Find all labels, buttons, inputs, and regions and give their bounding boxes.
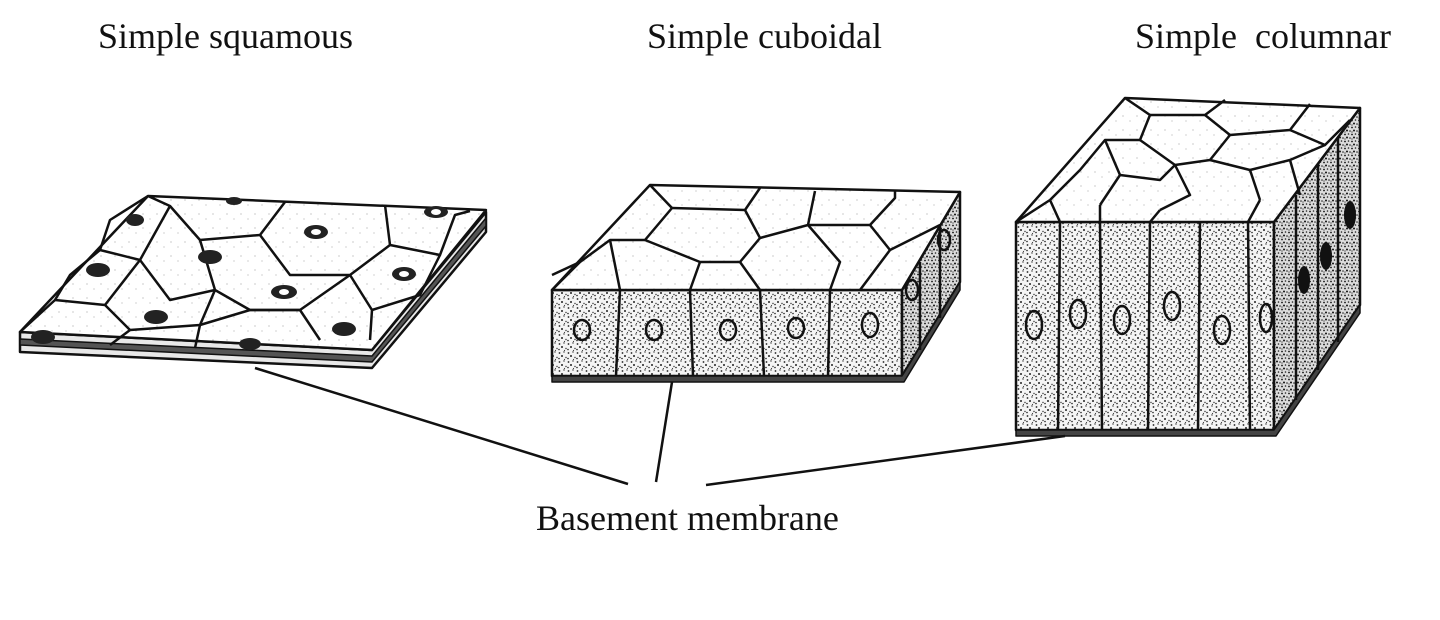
label-simple-cuboidal: Simple cuboidal	[647, 16, 882, 56]
label-simple-squamous: Simple squamous	[98, 16, 354, 56]
leader-line-columnar	[705, 434, 1066, 487]
simple-cuboidal-block	[550, 183, 962, 383]
leader-line-squamous	[254, 366, 629, 486]
leader-line-cuboidal	[654, 381, 674, 483]
label-basement-membrane: Basement membrane	[536, 498, 839, 538]
simple-squamous-sheet	[18, 194, 488, 370]
label-simple-columnar: Simple columnar	[1135, 16, 1391, 56]
simple-columnar-block	[1014, 96, 1362, 437]
basement-membrane-leader-lines	[254, 366, 1066, 487]
